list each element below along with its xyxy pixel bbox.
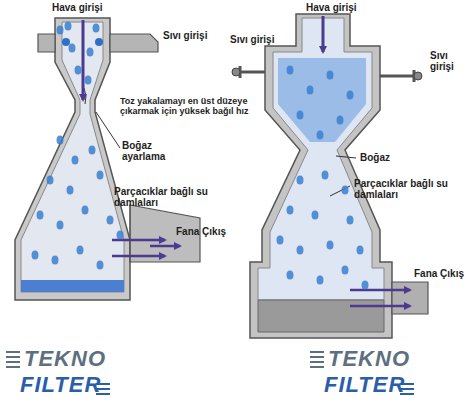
water-droplet [317, 131, 324, 140]
water-droplet [32, 251, 39, 260]
water-droplet [47, 176, 54, 185]
logo-stripes [310, 352, 324, 367]
water-droplet [297, 111, 304, 120]
air-arrow [82, 20, 85, 100]
scrubber-interior [21, 22, 124, 292]
part-label: Sıvı girişi [430, 50, 474, 72]
part-label: Boğaz [360, 152, 420, 163]
liquid-inlet-duct [38, 34, 55, 52]
liquid-inlet-pipe [380, 70, 414, 82]
outlet-edge [129, 205, 130, 262]
water-droplet [357, 246, 364, 255]
outlet-duct [392, 282, 428, 314]
water-droplet [89, 146, 96, 155]
water-droplet [69, 44, 76, 53]
water-droplet [327, 71, 334, 80]
part-label: Hava girişi [52, 2, 142, 13]
water-droplet [312, 211, 319, 220]
water-droplet [277, 236, 284, 245]
logo-text: TEKNO [24, 348, 106, 370]
water-droplet [37, 211, 44, 220]
water-droplet [57, 26, 64, 35]
water-curtain [278, 58, 366, 142]
water-droplet [57, 136, 64, 145]
water-droplet [77, 246, 84, 255]
part-label: Toz yakalamayı en üst düzeye çıkarmak iç… [120, 96, 270, 116]
leader-line [330, 186, 350, 196]
water-pool [21, 280, 124, 292]
water-droplet [317, 276, 324, 285]
water-droplet [287, 271, 294, 280]
water-droplet [347, 91, 354, 100]
water-droplet [97, 261, 104, 270]
leader-line [336, 156, 356, 158]
water-droplet [52, 256, 59, 265]
scrubber-housing [15, 18, 130, 300]
leader-line [96, 112, 120, 148]
valve [232, 68, 240, 76]
water-droplet [337, 116, 344, 125]
water-droplet [297, 176, 304, 185]
droplet-group [32, 22, 369, 290]
water-droplet [72, 156, 79, 165]
water-droplet [307, 86, 314, 95]
water-droplet [65, 22, 72, 31]
part-label: Sıvı girişi [163, 30, 213, 41]
valve [414, 72, 422, 80]
logo-text: FILTER [20, 374, 101, 396]
flow-arrow [112, 255, 165, 258]
water-droplet [287, 206, 294, 215]
water-droplet [342, 186, 349, 195]
flow-arrow [150, 245, 180, 248]
logo-text: FILTER [324, 374, 405, 396]
part-label: Parçacıklar bağlı su damlaları [114, 186, 209, 208]
water-droplet [297, 246, 304, 255]
logo-stripes [6, 352, 20, 367]
water-droplet [117, 231, 124, 240]
water-droplet [82, 206, 89, 215]
flow-arrow [350, 289, 410, 292]
nozzle [95, 38, 103, 46]
water-droplet [287, 66, 294, 75]
part-label: Parçacıklar bağlı su damlaları [354, 178, 454, 200]
liquid-inlet-duct [110, 34, 158, 52]
part-label: Sıvı girişi [230, 34, 280, 45]
water-droplet [347, 216, 354, 225]
logo-text: TEKNO [328, 348, 410, 370]
water-droplet [85, 76, 92, 85]
water-droplet [75, 66, 82, 75]
water-droplet [362, 281, 369, 290]
water-droplet [87, 48, 94, 57]
water-droplet [67, 186, 74, 195]
flow-arrow [350, 305, 410, 308]
air-arrow [322, 16, 325, 52]
water-droplet [57, 221, 64, 230]
water-droplet [93, 24, 100, 33]
liquid-inlet-pipe [240, 66, 265, 78]
water-droplet [342, 266, 349, 275]
part-label: Hava girişi [306, 2, 396, 13]
part-label: Boğaz ayarlama [122, 140, 192, 162]
nozzle [62, 38, 70, 46]
part-label: Fana Çıkış [176, 226, 256, 237]
part-label: Fana Çıkış [414, 268, 474, 279]
water-droplet [322, 171, 329, 180]
water-droplet [97, 171, 104, 180]
water-droplet [107, 216, 114, 225]
water-droplet [327, 241, 334, 250]
